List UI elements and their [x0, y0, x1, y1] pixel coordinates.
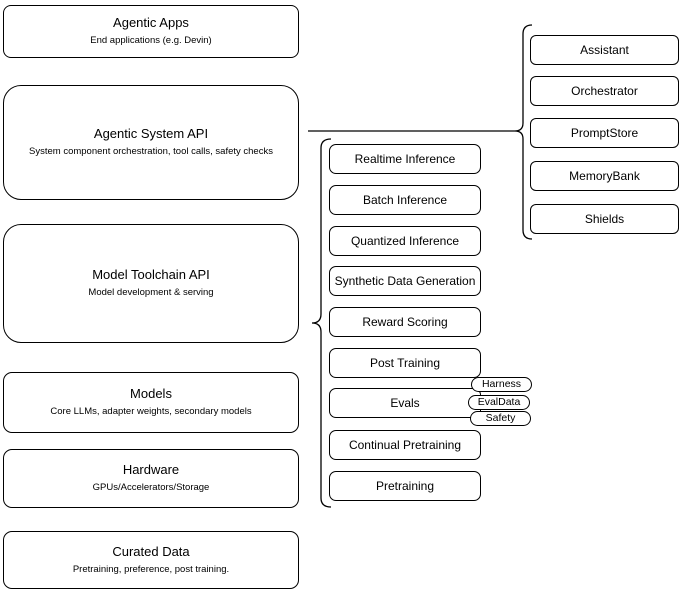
- node-label: Pretraining: [375, 479, 435, 493]
- node-label: Orchestrator: [571, 84, 638, 98]
- node-label: Realtime Inference: [354, 152, 456, 166]
- node-title: Agentic System API: [93, 126, 209, 142]
- toolchain-box-post-training: Post Training: [329, 348, 481, 378]
- node-label: MemoryBank: [569, 169, 640, 183]
- toolchain-box-quantized-inference: Quantized Inference: [329, 226, 481, 256]
- toolchain-box-batch-inference: Batch Inference: [329, 185, 481, 215]
- pill-label: Safety: [485, 412, 516, 425]
- node-label: Post Training: [369, 356, 441, 370]
- node-label: Quantized Inference: [350, 234, 460, 248]
- component-box-assistant: Assistant: [530, 35, 679, 65]
- node-subtitle: Pretraining, preference, post training.: [72, 563, 230, 575]
- layer-box-hardware: Hardware GPUs/Accelerators/Storage: [3, 449, 299, 508]
- eval-tag-safety: Safety: [470, 411, 531, 426]
- node-label: Assistant: [580, 43, 629, 57]
- layer-box-models: Models Core LLMs, adapter weights, secon…: [3, 372, 299, 433]
- component-box-memorybank: MemoryBank: [530, 161, 679, 191]
- layer-box-agentic-system-api: Agentic System API System component orch…: [3, 85, 299, 200]
- toolchain-box-synthetic-data-generation: Synthetic Data Generation: [329, 266, 481, 296]
- node-subtitle: End applications (e.g. Devin): [90, 35, 212, 47]
- node-label: Batch Inference: [362, 193, 448, 207]
- layer-box-agentic-apps: Agentic Apps End applications (e.g. Devi…: [3, 5, 299, 58]
- node-label: Continual Pretraining: [348, 438, 462, 452]
- node-title: Models: [130, 386, 172, 402]
- node-subtitle: Core LLMs, adapter weights, secondary mo…: [50, 406, 252, 418]
- node-title: Model Toolchain API: [92, 267, 210, 283]
- node-subtitle: GPUs/Accelerators/Storage: [92, 482, 210, 494]
- toolchain-box-continual-pretraining: Continual Pretraining: [329, 430, 481, 460]
- eval-tag-evaldata: EvalData: [468, 395, 530, 410]
- system-components-brace: [514, 24, 533, 240]
- toolchain-box-realtime-inference: Realtime Inference: [329, 144, 481, 174]
- toolchain-box-evals: Evals: [329, 388, 481, 418]
- component-box-promptstore: PromptStore: [530, 118, 679, 148]
- node-label: Synthetic Data Generation: [334, 274, 476, 288]
- node-label: Shields: [584, 212, 625, 226]
- layer-box-model-toolchain-api: Model Toolchain API Model development & …: [3, 224, 299, 343]
- toolchain-box-reward-scoring: Reward Scoring: [329, 307, 481, 337]
- node-label: Evals: [390, 396, 420, 410]
- pill-label: Harness: [481, 378, 522, 391]
- node-subtitle: Model development & serving: [88, 287, 214, 299]
- node-title: Hardware: [122, 462, 180, 478]
- layer-box-curated-data: Curated Data Pretraining, preference, po…: [3, 531, 299, 589]
- node-label: Reward Scoring: [362, 315, 448, 329]
- pill-label: EvalData: [477, 396, 521, 409]
- node-subtitle: System component orchestration, tool cal…: [29, 146, 273, 158]
- toolchain-brace: [311, 138, 332, 508]
- node-title: Agentic Apps: [113, 15, 189, 31]
- node-title: Curated Data: [112, 543, 190, 559]
- toolchain-box-pretraining: Pretraining: [329, 471, 481, 501]
- component-box-orchestrator: Orchestrator: [530, 76, 679, 106]
- component-box-shields: Shields: [530, 204, 679, 234]
- node-label: PromptStore: [570, 126, 639, 140]
- eval-tag-harness: Harness: [471, 377, 532, 392]
